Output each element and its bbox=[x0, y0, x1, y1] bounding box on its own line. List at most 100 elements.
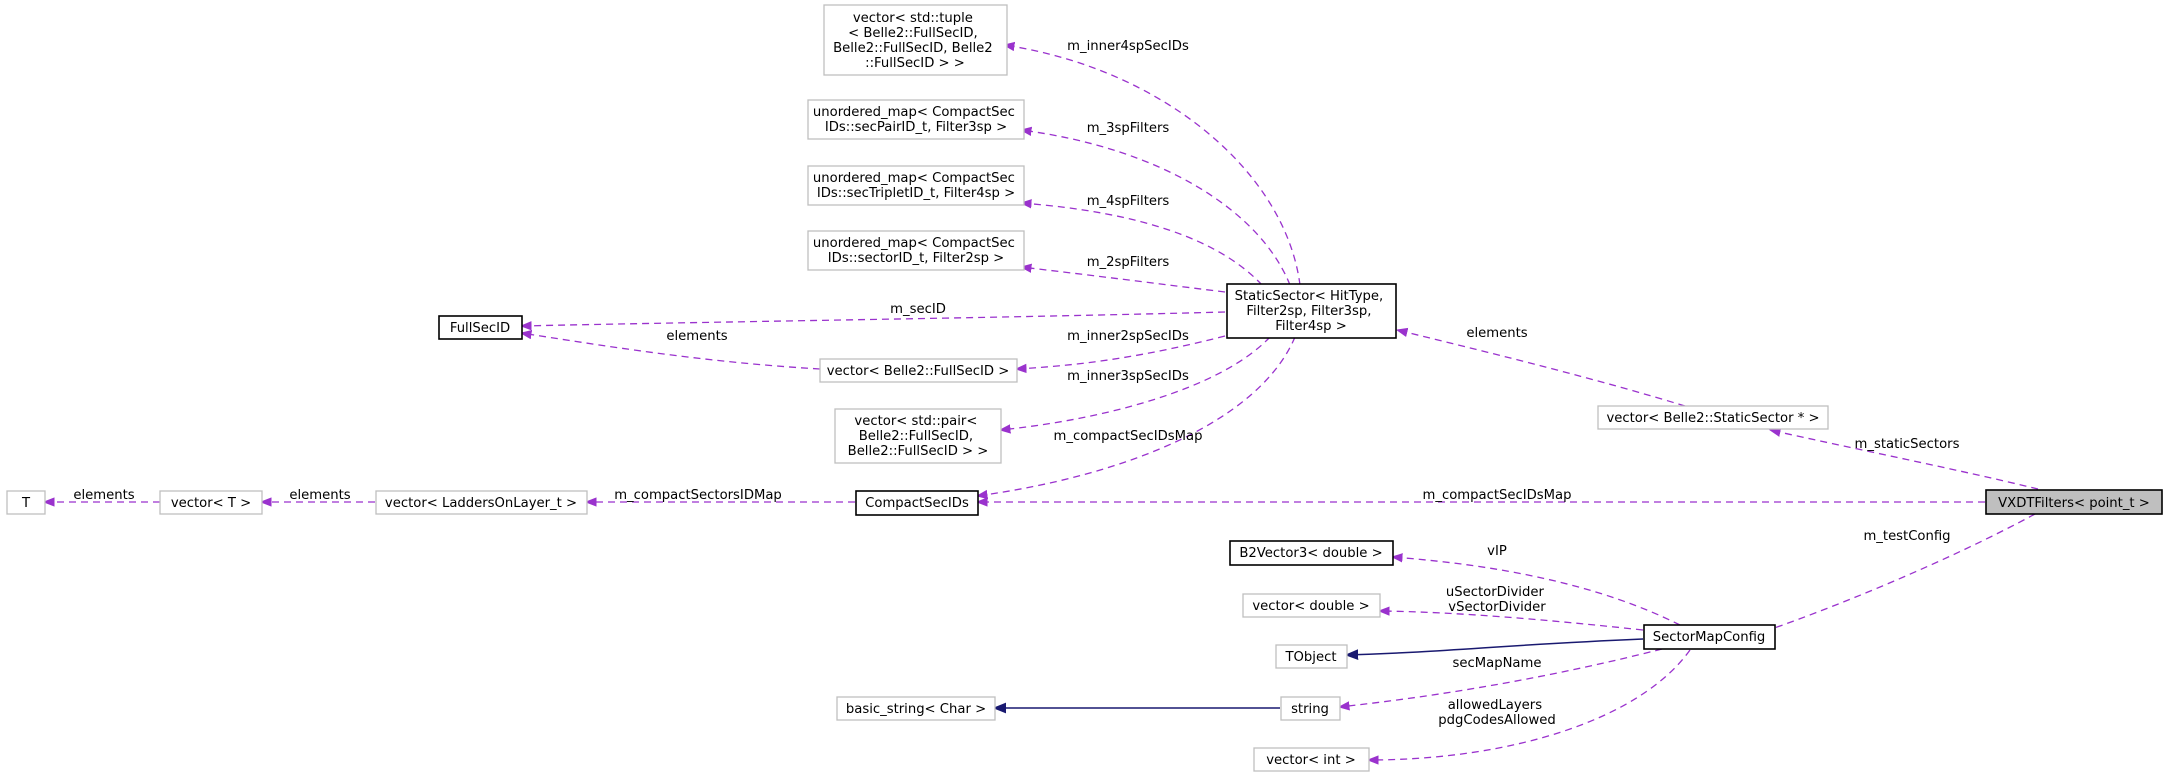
node-compactsecids[interactable]: CompactSecIDs bbox=[855, 490, 979, 516]
svg-text:VXDTFilters< point_t >: VXDTFilters< point_t > bbox=[1998, 496, 2150, 511]
node-basic-string[interactable]: basic_string< Char > bbox=[836, 696, 996, 721]
node-label: vector< double > bbox=[1252, 599, 1369, 614]
node-label: TObject bbox=[1284, 650, 1336, 665]
label-line: m_2spFilters bbox=[1087, 255, 1170, 270]
svg-text:FullSecID: FullSecID bbox=[450, 321, 510, 336]
label-line: pdgCodesAllowed bbox=[1438, 713, 1555, 728]
edge-inherit-tobject bbox=[1344, 638, 1644, 661]
label-line: elements bbox=[666, 329, 727, 344]
label-sector-dividers: uSectorDivider vSectorDivider bbox=[1446, 585, 1548, 615]
node-umap-2sp[interactable]: unordered_map< CompactSec IDs::sectorID_… bbox=[807, 230, 1025, 271]
node-label: VXDTFilters< point_t > bbox=[1998, 496, 2150, 511]
svg-text:T: T bbox=[21, 496, 31, 511]
label-m-inner2spsecids: m_inner2spSecIDs bbox=[1067, 329, 1189, 344]
label-m-staticsectors: m_staticSectors bbox=[1855, 437, 1960, 452]
node-label: IDs::secPairID_t, Filter3sp > bbox=[825, 120, 1007, 135]
edge-m-secid bbox=[519, 311, 1226, 331]
edge-secmapname bbox=[1337, 648, 1663, 711]
node-label: ::FullSecID > > bbox=[865, 56, 965, 71]
svg-text:CompactSecIDs: CompactSecIDs bbox=[865, 496, 969, 511]
node-vector-double[interactable]: vector< double > bbox=[1242, 593, 1381, 618]
node-label: vector< std::tuple bbox=[853, 11, 973, 26]
node-label: CompactSecIDs bbox=[865, 496, 969, 511]
node-vector-pair[interactable]: vector< std::pair< Belle2::FullSecID, Be… bbox=[834, 408, 1002, 464]
label-line: elements bbox=[289, 488, 350, 503]
node-label: T bbox=[21, 496, 31, 511]
node-vector-ladders[interactable]: vector< LaddersOnLayer_t > bbox=[375, 490, 588, 515]
label-m-4spfilters: m_4spFilters bbox=[1087, 194, 1170, 209]
node-vector-t[interactable]: vector< T > bbox=[159, 490, 263, 515]
node-label: string bbox=[1291, 702, 1329, 717]
edge-elements-fullsecid bbox=[519, 329, 821, 370]
label-line: elements bbox=[1466, 326, 1527, 341]
node-staticsector[interactable]: StaticSector< HitType, Filter2sp, Filter… bbox=[1226, 283, 1397, 339]
node-b2vector3[interactable]: B2Vector3< double > bbox=[1229, 540, 1394, 566]
node-label: SectorMapConfig bbox=[1653, 630, 1766, 645]
label-line: m_compactSectorsIDMap bbox=[614, 488, 782, 503]
edge-sector-dividers bbox=[1377, 606, 1644, 631]
label-line: elements bbox=[73, 488, 134, 503]
node-label: FullSecID bbox=[450, 321, 510, 336]
node-vector-fullsecid[interactable]: vector< Belle2::FullSecID > bbox=[819, 358, 1018, 383]
node-label: Belle2::FullSecID > > bbox=[848, 444, 989, 459]
node-label: unordered_map< CompactSec bbox=[813, 171, 1015, 186]
node-label: IDs::sectorID_t, Filter2sp > bbox=[828, 251, 1004, 266]
node-label: vector< int > bbox=[1266, 753, 1356, 768]
label-line: m_staticSectors bbox=[1855, 437, 1960, 452]
node-label: basic_string< Char > bbox=[846, 702, 986, 717]
svg-text:unordered_map< CompactSec: unordered_map< CompactSec IDs::secTriple… bbox=[813, 171, 1019, 201]
label-line: m_inner4spSecIDs bbox=[1067, 39, 1189, 54]
node-umap-3sp[interactable]: unordered_map< CompactSec IDs::secPairID… bbox=[807, 99, 1025, 140]
node-vector-int[interactable]: vector< int > bbox=[1253, 747, 1370, 772]
svg-text:vector< double >: vector< double > bbox=[1252, 599, 1369, 614]
label-m-testconfig: m_testConfig bbox=[1863, 529, 1950, 544]
label-line: m_3spFilters bbox=[1087, 121, 1170, 136]
edge-m-staticsectors bbox=[1768, 427, 2039, 490]
node-label: IDs::secTripletID_t, Filter4sp > bbox=[817, 186, 1015, 201]
node-t[interactable]: T bbox=[6, 490, 46, 515]
node-label: vector< LaddersOnLayer_t > bbox=[385, 496, 577, 511]
node-string[interactable]: string bbox=[1280, 696, 1341, 721]
label-m-compactsecidsmap-vx: m_compactSecIDsMap bbox=[1423, 488, 1572, 503]
svg-text:unordered_map< CompactSec: unordered_map< CompactSec IDs::sectorID_… bbox=[813, 236, 1019, 266]
label-line: m_inner3spSecIDs bbox=[1067, 369, 1189, 384]
label-m-compactsectorsidmap: m_compactSectorsIDMap bbox=[614, 488, 782, 503]
label-line: vSectorDivider bbox=[1448, 600, 1546, 615]
edge-m-testconfig bbox=[1746, 513, 2036, 639]
label-line: allowedLayers bbox=[1448, 698, 1543, 713]
node-label: B2Vector3< double > bbox=[1239, 546, 1382, 561]
label-line: m_inner2spSecIDs bbox=[1067, 329, 1189, 344]
node-umap-4sp[interactable]: unordered_map< CompactSec IDs::secTriple… bbox=[807, 165, 1025, 206]
node-label: < Belle2::FullSecID, bbox=[848, 26, 978, 41]
node-label: unordered_map< CompactSec bbox=[813, 105, 1015, 120]
node-vector-staticsector[interactable]: vector< Belle2::StaticSector * > bbox=[1597, 405, 1829, 430]
node-label: vector< Belle2::FullSecID > bbox=[827, 364, 1010, 379]
node-fullsecid[interactable]: FullSecID bbox=[438, 315, 523, 340]
edge-m-4spfilters bbox=[1019, 199, 1263, 286]
svg-text:TObject: TObject bbox=[1284, 650, 1336, 665]
label-m-inner3spsecids: m_inner3spSecIDs bbox=[1067, 369, 1189, 384]
edge-vip bbox=[1390, 553, 1681, 626]
label-line: secMapName bbox=[1453, 656, 1542, 671]
label-line: uSectorDivider bbox=[1446, 585, 1545, 600]
node-sectormapconfig[interactable]: SectorMapConfig bbox=[1643, 624, 1776, 650]
edge-m-inner3spsecids bbox=[998, 336, 1271, 434]
edge-elements-staticsector bbox=[1395, 327, 1686, 407]
label-elements-ladders: elements bbox=[289, 488, 350, 503]
label-elements-fullsecid: elements bbox=[666, 329, 727, 344]
svg-text:vector< Belle2::FullSecID >: vector< Belle2::FullSecID > bbox=[827, 364, 1010, 379]
edge-m-inner2spsecids bbox=[1014, 335, 1226, 374]
label-m-compactsecidsmap-ss: m_compactSecIDsMap bbox=[1054, 429, 1203, 444]
svg-text:basic_string< Char >: basic_string< Char > bbox=[846, 702, 986, 717]
node-vxdtffilters[interactable]: VXDTFilters< point_t > bbox=[1985, 489, 2163, 515]
node-label: Belle2::FullSecID, Belle2 bbox=[833, 41, 993, 56]
label-elements-staticsector: elements bbox=[1466, 326, 1527, 341]
label-line: m_secID bbox=[890, 302, 946, 317]
svg-text:vector< std::tuple < B: vector< std::tuple < Belle2::FullSecID, … bbox=[833, 11, 997, 71]
node-label: Filter2sp, Filter3sp, bbox=[1246, 304, 1371, 319]
node-vector-tuple[interactable]: vector< std::tuple < Belle2::FullSecID, … bbox=[823, 4, 1008, 76]
node-tobject[interactable]: TObject bbox=[1275, 644, 1348, 669]
node-label: vector< T > bbox=[171, 496, 251, 511]
edge-m-2spfilters bbox=[1019, 263, 1226, 293]
